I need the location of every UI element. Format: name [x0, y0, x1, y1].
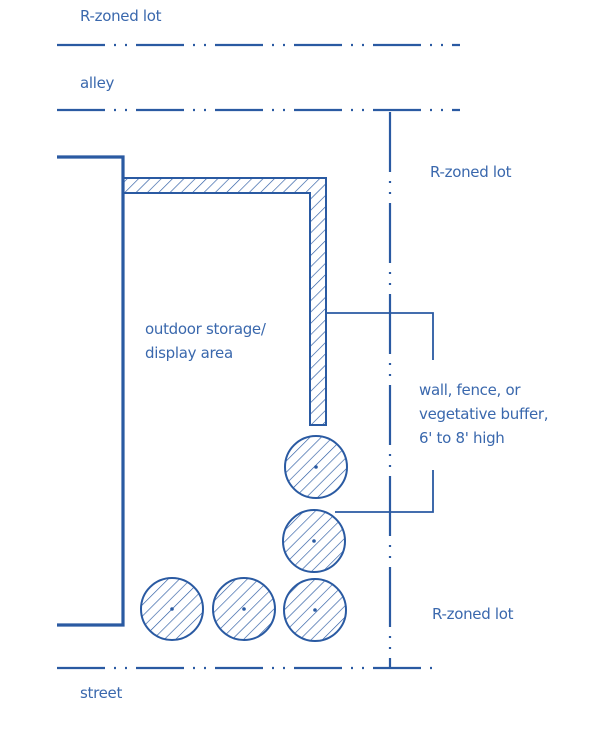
building-outline [57, 155, 125, 627]
label-buffer-line3: 6' to 8' high [419, 429, 505, 447]
leader-line-lower [335, 470, 434, 513]
label-right-lot-upper: R-zoned lot [430, 163, 512, 181]
buffer-wall [122, 177, 327, 426]
leader-line-upper [326, 312, 434, 360]
label-street: street [80, 684, 123, 702]
label-buffer-line2: vegetative buffer, [419, 405, 549, 423]
label-right-lot-lower: R-zoned lot [432, 605, 514, 623]
label-storage-line1: outdoor storage/ [145, 320, 266, 338]
label-alley: alley [80, 74, 115, 92]
label-buffer-line1: wall, fence, or [419, 381, 521, 399]
label-storage-line2: display area [145, 344, 233, 362]
label-top-lot: R-zoned lot [80, 7, 162, 25]
